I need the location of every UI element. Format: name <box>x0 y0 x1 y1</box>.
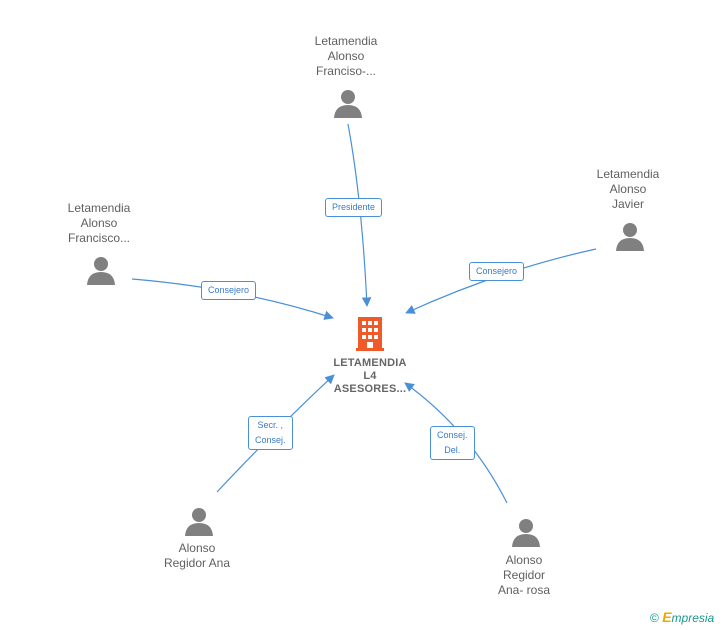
copyright-symbol: © <box>650 611 659 625</box>
person-name-right[interactable]: Letamendia Alonso Javier <box>596 167 660 211</box>
person-icon <box>334 90 362 118</box>
person-icon <box>185 508 213 536</box>
relation-label-secr-consej[interactable]: Secr. , Consej. <box>248 416 293 450</box>
company-name[interactable]: LETAMENDIA L4 ASESORES... <box>333 357 407 395</box>
person-icon <box>87 257 115 285</box>
person-name-left[interactable]: Letamendia Alonso Francisco... <box>67 201 131 245</box>
person-name-bottom-right[interactable]: Alonso Regidor Ana- rosa <box>497 553 551 597</box>
relation-label-consejero-left[interactable]: Consejero <box>201 281 257 300</box>
building-icon <box>356 317 384 351</box>
relation-label-consej-del[interactable]: Consej. Del. <box>430 426 475 460</box>
person-name-top[interactable]: Letamendia Alonso Franciso-... <box>314 34 378 78</box>
relation-label-consejero-right[interactable]: Consejero <box>469 262 525 281</box>
relation-label-presidente[interactable]: Presidente <box>325 198 383 217</box>
person-name-bottom-left[interactable]: Alonso Regidor Ana <box>163 541 231 570</box>
empresia-logo: © Empresia <box>650 609 714 625</box>
person-icon <box>512 519 540 547</box>
edge-consejero-right <box>405 248 597 314</box>
brand-name: mpresia <box>671 611 715 625</box>
brand-e: E <box>662 609 672 625</box>
person-icon <box>616 223 644 251</box>
